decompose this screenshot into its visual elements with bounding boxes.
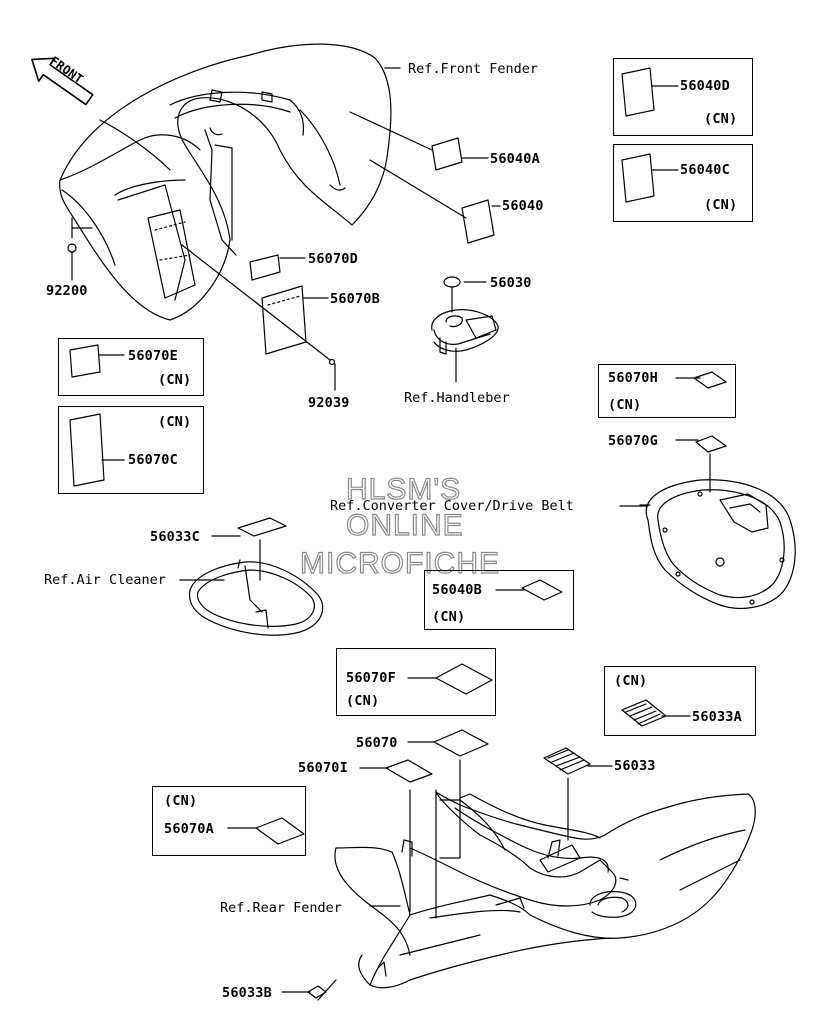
box-56070F: [336, 648, 496, 716]
box-56033A: [604, 666, 756, 736]
part-56070H: 56070H: [608, 370, 658, 386]
part-56030: 56030: [490, 275, 532, 291]
sticker-56070B: [261, 285, 307, 355]
box-56040B: [424, 570, 574, 630]
sticker-56070H: [693, 371, 727, 389]
sticker-56070C: [69, 413, 105, 487]
sticker-56070I: [385, 759, 433, 783]
box-56040C: [613, 144, 753, 222]
front-fender-illustration: [59, 43, 392, 321]
sticker-56040C: [621, 153, 655, 203]
converter-cover-illustration: [639, 435, 796, 610]
part-56070E: 56070E: [128, 348, 178, 364]
part-56070C: 56070C: [128, 452, 178, 468]
cn-56070F: (CN): [346, 693, 380, 709]
part-56070: 56070: [356, 735, 398, 751]
part-56033A: 56033A: [692, 709, 742, 725]
part-56033: 56033: [614, 758, 656, 774]
sticker-56070: [433, 729, 489, 757]
part-56070D: 56070D: [308, 251, 358, 267]
cn-56070H: (CN): [608, 397, 642, 413]
part-56070G: 56070G: [608, 433, 658, 449]
part-56070A: 56070A: [164, 821, 214, 837]
sticker-56040A: [431, 137, 463, 171]
cn-56040D: (CN): [704, 111, 738, 127]
ref-rear-fender: Ref.Rear Fender: [220, 900, 342, 916]
air-cleaner-illustration: [188, 517, 324, 636]
box-56040D: [613, 58, 753, 136]
rear-fender-illustration: [281, 729, 756, 1001]
sticker-56070G: [695, 435, 727, 453]
sticker-56040B: [521, 579, 563, 601]
ref-air-cleaner: Ref.Air Cleaner: [44, 572, 166, 588]
part-56070F: 56070F: [346, 670, 396, 686]
sticker-56070A: [255, 817, 305, 845]
part-92200: 92200: [46, 283, 88, 299]
part-56070I: 56070I: [298, 760, 348, 776]
sticker-56033B: [307, 985, 327, 999]
sticker-56040D: [621, 67, 655, 117]
part-56040D: 56040D: [680, 78, 730, 94]
sticker-56040: [461, 199, 495, 244]
box-56070E: [58, 338, 204, 396]
part-56040B: 56040B: [432, 582, 482, 598]
watermark-line1: HLSM'S: [345, 473, 462, 506]
part-56033B: 56033B: [222, 985, 272, 1001]
watermark-line3: MICROFICHE: [299, 547, 500, 580]
ref-handlebar: Ref.Handleber: [404, 390, 510, 406]
cn-56040B: (CN): [432, 609, 466, 625]
sticker-56070D: [249, 254, 281, 281]
ref-front-fender: Ref.Front Fender: [408, 61, 539, 77]
box-56070C: [58, 406, 204, 494]
front-arrow-icon: [31, 57, 94, 106]
sticker-56033C: [237, 517, 287, 537]
cn-56070E: (CN): [158, 372, 192, 388]
part-56040C: 56040C: [680, 162, 730, 178]
sticker-56070E: [69, 344, 101, 378]
part-92039: 92039: [308, 395, 350, 411]
part-56033C: 56033C: [150, 529, 200, 545]
cn-56070C: (CN): [158, 414, 192, 430]
sticker-56070F: [435, 663, 493, 695]
cn-56033A: (CN): [614, 673, 648, 689]
ref-converter-cover: Ref.Converter Cover/Drive Belt: [330, 498, 574, 514]
part-56040A: 56040A: [490, 151, 540, 167]
cn-56070A: (CN): [164, 793, 198, 809]
part-56070B: 56070B: [330, 291, 380, 307]
watermark-line2: ONLINE: [345, 509, 464, 542]
cn-56040C: (CN): [704, 197, 738, 213]
box-56070H: [598, 364, 736, 418]
part-56040: 56040: [502, 198, 544, 214]
box-56070A: [152, 786, 306, 856]
handlebar-illustration: [431, 276, 499, 383]
